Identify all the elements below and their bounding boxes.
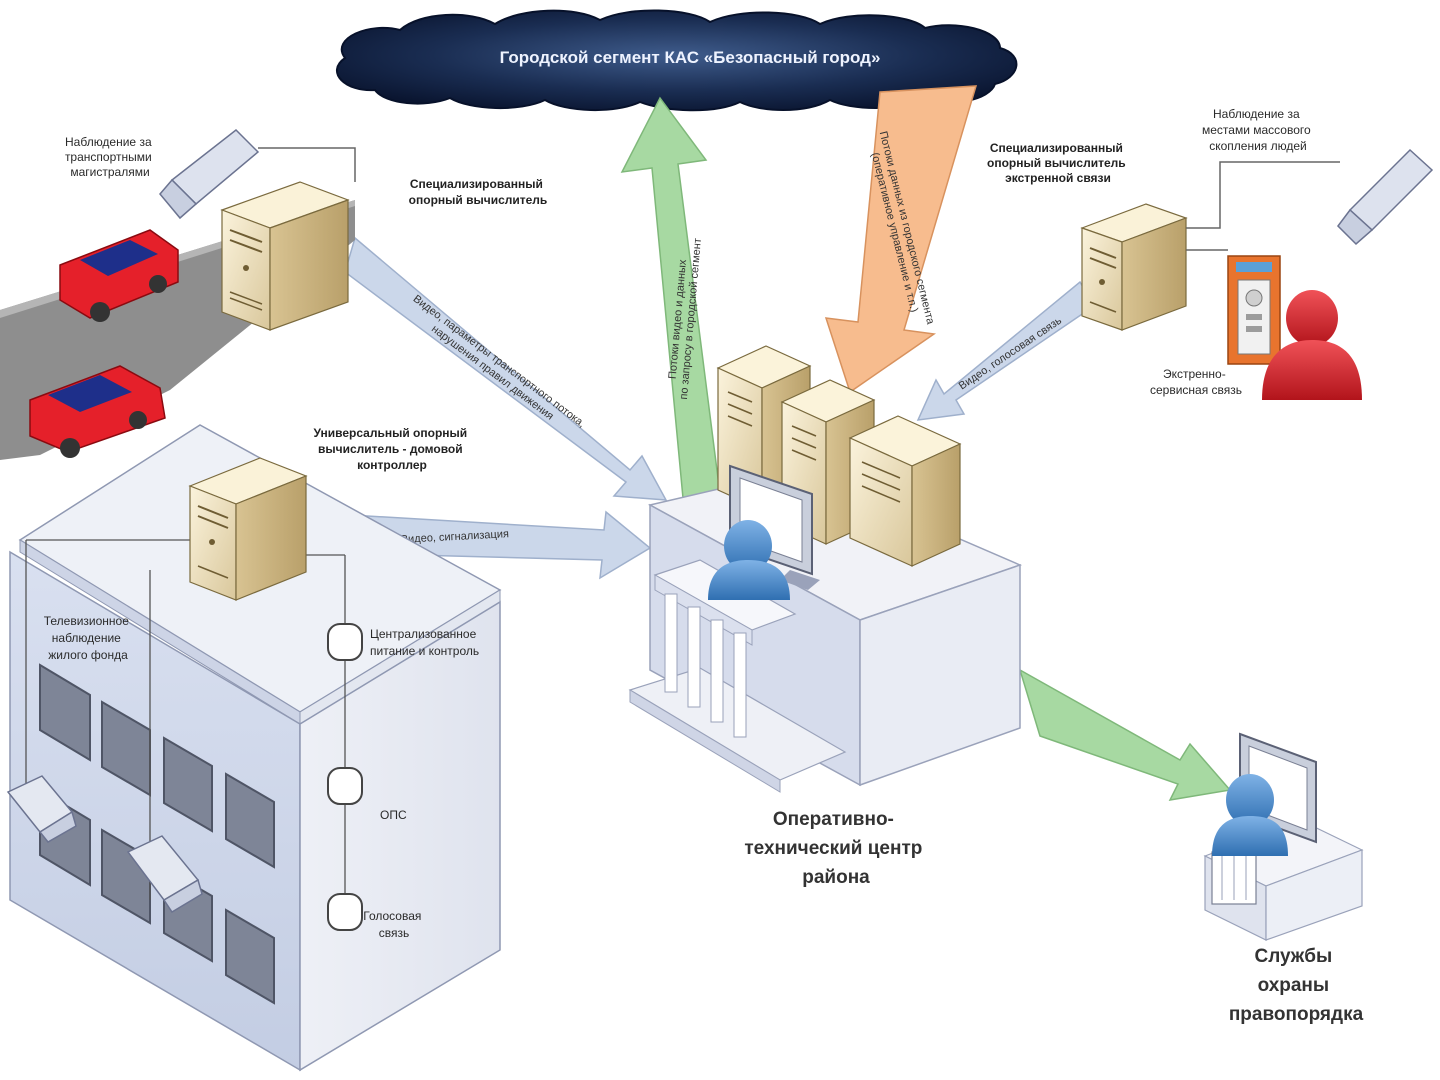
emergency-service-label: Экстренно- сервисная связь	[1150, 367, 1242, 397]
power-control-node-icon	[327, 623, 363, 661]
arrow-to-security	[1018, 668, 1232, 801]
arrow-video-params-label-1: Видео, параметры транспортного потока,	[411, 293, 588, 430]
ops-node-icon	[327, 767, 363, 805]
security-services-label: Службы охраны правопорядка	[1229, 946, 1364, 1025]
traffic-observation-label: Наблюдение за транспортными магистралями	[65, 135, 155, 179]
arrow-from-city-segment: Потоки данных из городского сегмента (оп…	[824, 85, 978, 394]
spec-computer-server-icon	[220, 181, 350, 331]
building-camera-right-icon	[126, 835, 203, 914]
housing-tv-label: Телевизионное наблюдение жилого фонда	[44, 614, 133, 662]
universal-computer-label: Универсальный опорный вычислитель - домо…	[313, 426, 470, 472]
emergency-computer-server-icon	[1080, 203, 1188, 331]
residential-building	[9, 424, 502, 1072]
car-bottom	[29, 365, 166, 458]
house-controller-server-icon	[188, 457, 308, 601]
emergency-computer-label: Специализированный опорный вычислитель э…	[987, 141, 1129, 185]
security-person-icon	[1212, 774, 1288, 856]
traffic-camera-icon	[159, 129, 260, 220]
arrow-to-city-segment: Потоки видео и данных по запросу в город…	[620, 96, 721, 499]
building-camera-left-icon	[6, 775, 77, 843]
arrow-video-alarm-label: Видео, сигнализация	[400, 528, 509, 546]
arrow-video-params-label-2: нарушения правил движения	[429, 323, 556, 423]
voice-node-icon	[327, 893, 363, 931]
ops-operator-person-icon	[708, 520, 790, 600]
central-power-label: Централизованное питание и контроль	[370, 627, 480, 658]
crowd-camera-icon	[1337, 148, 1434, 246]
server-rack-3-icon	[848, 415, 962, 567]
emergency-call-panel-icon	[1227, 255, 1281, 365]
cloud-title: Городской сегмент КАС «Безопасный город»	[500, 48, 881, 67]
ops-label: ОПС	[380, 808, 407, 822]
city-segment-cloud: Городской сегмент КАС «Безопасный город»	[335, 9, 1018, 112]
arrow-video-voice: Видео, голосовая связь	[916, 280, 1096, 421]
spec-computer-label: Специализированный опорный вычислитель	[409, 177, 548, 207]
person-red-icon	[1262, 290, 1362, 400]
arrow-video-voice-label: Видео, голосовая связь	[957, 315, 1064, 393]
crowd-observation-label: Наблюдение за местами массового скоплени…	[1202, 107, 1314, 153]
ops-center-label: Оперативно- технический центр района	[744, 809, 927, 888]
car-top	[59, 229, 179, 322]
voice-label: Голосовая связь	[363, 909, 424, 940]
